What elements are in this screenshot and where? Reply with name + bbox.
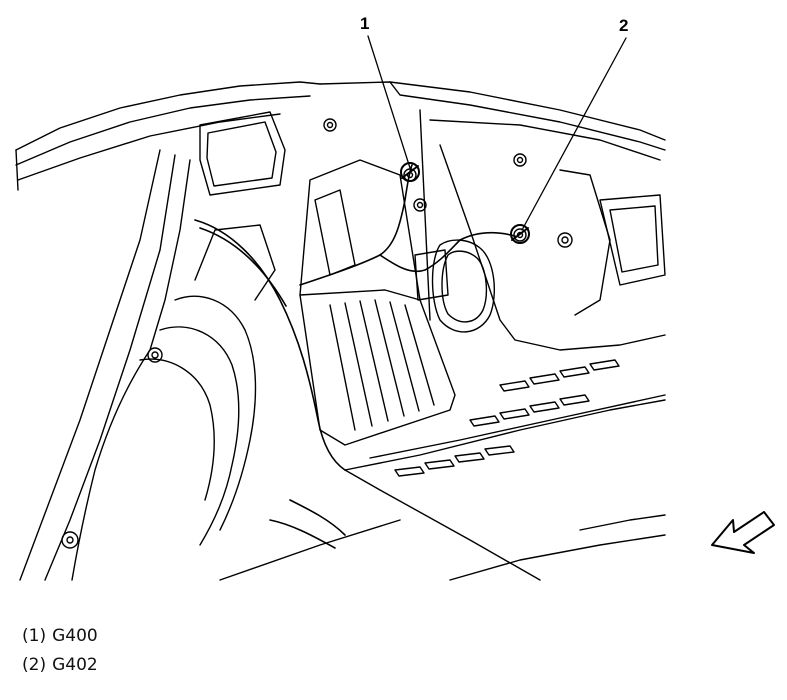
mounting-holes: [61, 118, 573, 549]
front-direction-arrow-icon: [711, 511, 775, 554]
legend-item-2: (2)G402: [22, 651, 98, 680]
callout-number-1: 1: [360, 14, 370, 33]
trunk-floor: [219, 394, 666, 581]
legend-label: G402: [52, 655, 98, 675]
left-quarter-window: [199, 111, 286, 196]
callout-1-leader: [367, 35, 411, 169]
center-bulkhead-panel: [299, 159, 456, 446]
callout-legend: (1)G400 (2)G402: [22, 622, 98, 680]
legend-marker: (1): [22, 626, 47, 646]
legend-label: G400: [52, 626, 98, 646]
legend-marker: (2): [22, 655, 47, 675]
legend-item-1: (1)G400: [22, 622, 98, 651]
vehicle-interior-line-drawing: 1 2: [15, 14, 775, 581]
floor-ribs: [394, 359, 620, 477]
access-panel: [414, 239, 495, 333]
right-rear-structure: [319, 81, 666, 351]
left-wheelhouse-trim: [139, 224, 276, 546]
wiring-harness: [194, 164, 516, 549]
ground-g402-fastener: [510, 224, 530, 244]
ground-g400-fastener: [400, 162, 420, 182]
callout-number-2: 2: [619, 16, 629, 35]
callout-2-leader: [521, 37, 627, 231]
left-roof-rail: [15, 81, 321, 191]
left-body-side: [19, 149, 191, 581]
